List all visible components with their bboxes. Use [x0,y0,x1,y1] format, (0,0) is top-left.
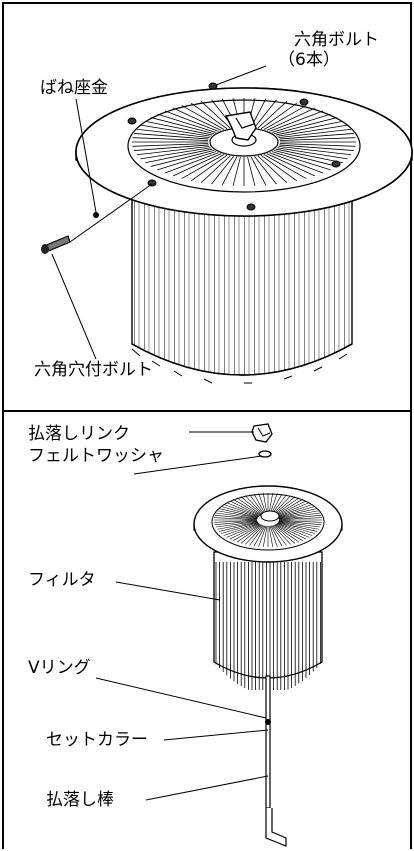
bottom-panel: 払落しリンク フェルトワッシャ フィルタ Vリング セットカラー 払落し棒 [2,410,412,849]
label-felt-washer: フェルトワッシャ [28,446,164,466]
label-shaking-rod: 払落し棒 [46,790,114,810]
felt-washer-part [258,450,272,458]
label-hex-bolt: 六角ボルト [294,30,379,50]
label-filter: フィルタ [28,570,96,590]
label-v-ring: Vリング [28,658,91,678]
label-spring-washer: ばね座金 [40,78,108,98]
filter-cylinder [131,181,353,384]
top-panel: 六角ボルト （6本） ばね座金 六角穴付ボルト [2,2,413,412]
leader-lines-bottom [95,431,269,801]
label-hex-socket-bolt: 六角穴付ボルト [34,360,153,380]
hex-bolts-on-flange [127,82,341,211]
center-hub [209,111,279,157]
leader-lines [51,65,267,360]
flange-small [193,485,343,563]
filter-exploded-drawing [95,423,343,847]
filter-top-pleats [132,98,356,186]
shaking-rod-part [265,675,287,847]
shaking-link-part [251,423,273,443]
filter-cylinder-small [213,551,323,690]
label-shaking-link: 払落しリンク [28,424,130,444]
label-set-collar: セットカラー [46,730,148,750]
label-hex-bolt-qty: （6本） [278,50,340,70]
filter-assembly-drawing [41,65,413,384]
spring-washer-part [93,212,99,218]
hex-socket-bolt-part [41,235,71,254]
